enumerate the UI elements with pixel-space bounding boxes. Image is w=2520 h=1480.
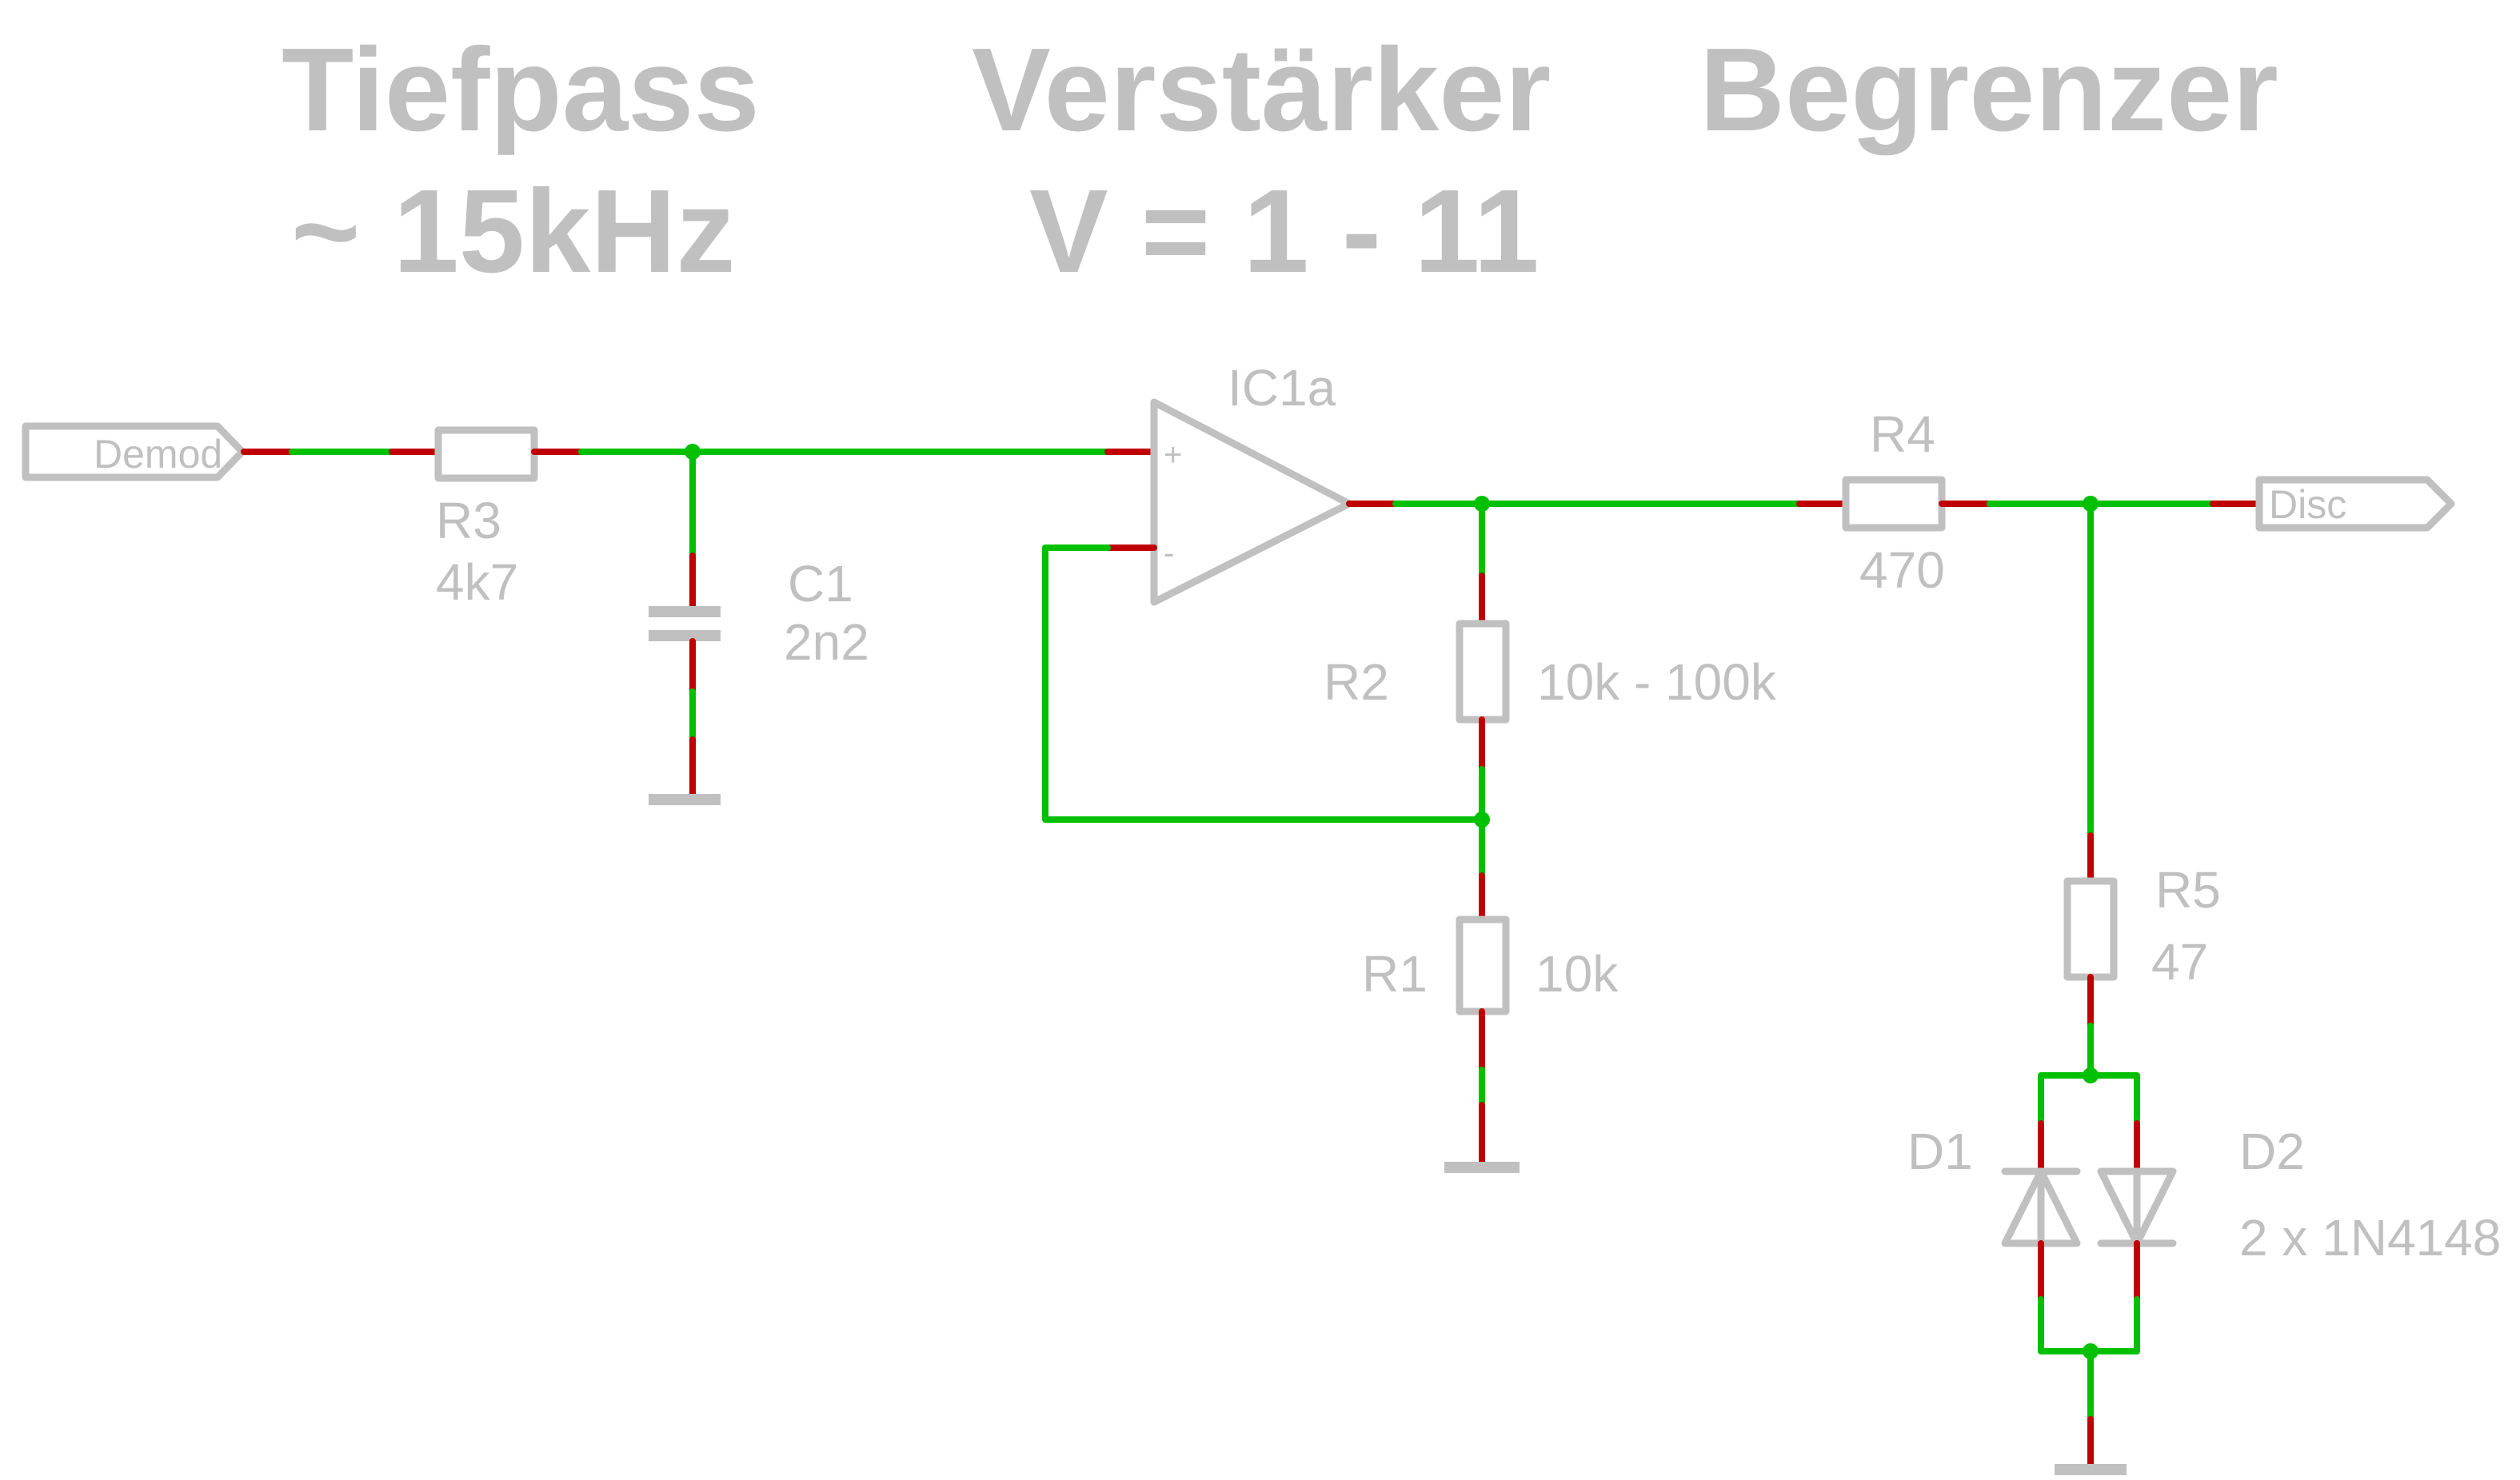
diode-d1[interactable]: D1 bbox=[1907, 1123, 2081, 1247]
resistor-r4[interactable]: R4 470 bbox=[1842, 405, 1946, 599]
r3-value: 4k7 bbox=[436, 553, 518, 611]
ground-icon bbox=[2055, 1464, 2127, 1475]
resistor-icon bbox=[1456, 916, 1510, 1015]
capacitor-plate-icon bbox=[649, 630, 721, 641]
resistor-r5[interactable]: R5 47 bbox=[2063, 861, 2221, 991]
input-port-label: Demod bbox=[94, 432, 222, 477]
r1-name: R1 bbox=[1362, 945, 1428, 1003]
ic1a-name: IC1a bbox=[1228, 359, 1336, 417]
r4-value: 470 bbox=[1859, 541, 1945, 599]
resistor-icon bbox=[434, 426, 538, 482]
ground-icon bbox=[649, 794, 721, 805]
junction-dot bbox=[1474, 812, 1490, 828]
r4-name: R4 bbox=[1870, 405, 1935, 463]
resistor-r3[interactable]: R3 4k7 bbox=[434, 426, 538, 611]
opamp-ic1a[interactable]: + - IC1a bbox=[1150, 359, 1353, 606]
port-arrow-icon bbox=[22, 422, 246, 481]
r2-value: 10k - 100k bbox=[1537, 653, 1777, 711]
section-subtitle-amplifier: V = 1 - 11 bbox=[1029, 166, 1540, 297]
wire-feedback bbox=[1042, 545, 1485, 823]
output-port-label: Disc bbox=[2269, 482, 2346, 527]
diode-d2[interactable]: D2 2 x 1N4148 bbox=[2097, 1123, 2501, 1267]
opamp-minus-label: - bbox=[1164, 536, 1174, 571]
resistor-r1[interactable]: R1 10k bbox=[1362, 916, 1619, 1015]
resistor-r2[interactable]: R2 10k - 100k bbox=[1324, 620, 1777, 724]
capacitor-c1[interactable]: C1 2n2 bbox=[649, 555, 869, 671]
r5-name: R5 bbox=[2155, 861, 2221, 919]
ground-icon bbox=[1444, 1162, 1520, 1173]
input-port-demod[interactable]: Demod bbox=[22, 422, 246, 481]
section-subtitle-lowpass: ~ 15kHz bbox=[291, 166, 735, 297]
opamp-triangle-icon bbox=[1150, 398, 1353, 606]
r2-name: R2 bbox=[1324, 653, 1389, 711]
d1-name: D1 bbox=[1907, 1123, 1973, 1180]
junction-dot bbox=[2083, 1067, 2099, 1083]
section-title-limiter: Begrenzer bbox=[1699, 24, 2278, 156]
section-title-amplifier: Verstärker bbox=[972, 24, 1551, 156]
c1-name: C1 bbox=[788, 555, 853, 612]
r5-value: 47 bbox=[2151, 933, 2208, 991]
capacitor-plate-icon bbox=[649, 606, 721, 617]
d2-name: D2 bbox=[2239, 1123, 2305, 1180]
resistor-icon bbox=[1842, 476, 1946, 532]
resistor-icon bbox=[2063, 877, 2118, 981]
d2-value: 2 x 1N4148 bbox=[2239, 1209, 2501, 1267]
resistor-icon bbox=[1456, 620, 1510, 724]
c1-value: 2n2 bbox=[784, 613, 869, 671]
r3-name: R3 bbox=[436, 492, 501, 549]
output-port-disc[interactable]: Disc bbox=[2255, 476, 2455, 532]
r1-value: 10k bbox=[1536, 945, 1619, 1003]
opamp-plus-label: + bbox=[1164, 437, 1182, 473]
section-title-lowpass: Tiefpass bbox=[282, 24, 760, 156]
port-arrow-icon bbox=[2255, 476, 2455, 532]
